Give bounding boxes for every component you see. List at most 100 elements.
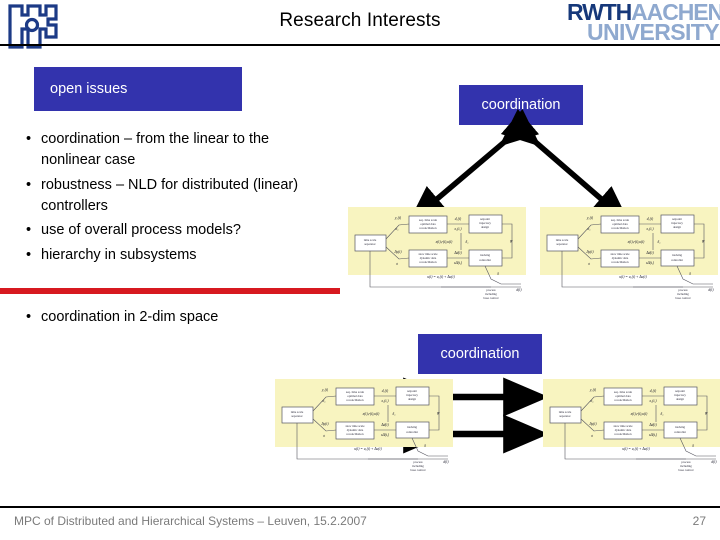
- open-issues-bullet-list: • coordination – from the linear to the …: [26, 129, 326, 269]
- block-slow-reconciliation: [335, 421, 375, 440]
- signal-deltas: δ: [424, 444, 426, 448]
- list-item-text: coordination in 2-dim space: [41, 309, 219, 325]
- open-issues-label: open issues: [34, 67, 242, 111]
- label-slow-2: dynamic data: [420, 256, 437, 260]
- signal-y0: y₀(t): [394, 216, 402, 220]
- list-item: • coordination in 2-dim space: [26, 309, 346, 325]
- label-track-2: controller: [671, 258, 683, 262]
- label-traj-3: design: [408, 397, 417, 401]
- label-traj-3: design: [673, 225, 682, 229]
- bullet-marker-icon: •: [26, 222, 32, 239]
- signal-dy: Δy(t): [588, 422, 597, 426]
- university-wordmark: UNIVERSITY: [586, 19, 720, 45]
- label-slow-1: slow time scale: [613, 424, 633, 428]
- block-separator: [546, 234, 579, 252]
- signal-sigmas: σ: [591, 434, 593, 438]
- block-diagram-figure: time scale separator seq. time scale opt…: [536, 379, 720, 471]
- label-track-1: tracking: [672, 253, 683, 257]
- signal-sigmas: σ: [588, 262, 590, 266]
- label-traj-1: setpoint: [407, 389, 417, 393]
- rwth-aachen-logo: RWTHAACHEN UNIVERSITY: [567, 0, 720, 45]
- block-slow-reconciliation: [408, 249, 448, 268]
- signal-u: u(t) = u₀(t) + Δu(t): [354, 447, 382, 451]
- signal-x0: x₀(t,): [648, 399, 657, 404]
- label-fast-3: reconciliation: [346, 398, 363, 402]
- signal-xd: xΔ(t,): [380, 433, 390, 438]
- label-traj-2: trajectory: [674, 393, 686, 397]
- rwth-logo-line1: RWTHAACHEN: [567, 0, 720, 25]
- label-separator-2: separator: [291, 414, 302, 418]
- label-process-2: including: [677, 292, 689, 296]
- label-process-1: process: [681, 460, 691, 464]
- signal-x0: x₀(t,): [645, 227, 654, 232]
- signal-dy: Δy(t): [320, 422, 329, 426]
- figure-content: time scale separator seq. time scale opt…: [546, 214, 714, 299]
- label-traj-2: trajectory: [406, 393, 418, 397]
- label-traj-3: design: [481, 225, 490, 229]
- label-separator: time scale: [559, 410, 572, 414]
- label-traj-2: trajectory: [479, 221, 491, 225]
- block-slow-reconciliation: [600, 249, 640, 268]
- block-fast-reconciliation: [600, 215, 640, 234]
- label-fast-2: optimal data: [347, 394, 363, 398]
- signal-d: d(t): [711, 460, 717, 464]
- label-fast-1: seq. time scale: [419, 218, 438, 222]
- signal-dy: Δy(t): [393, 250, 402, 254]
- label-fast-1: seq. time scale: [346, 390, 365, 394]
- coordination-bullet-list: • coordination in 2-dim space: [26, 309, 346, 328]
- bullet-marker-icon: •: [26, 246, 32, 263]
- label-slow-1: slow time scale: [345, 424, 365, 428]
- label-fast-1: seq. time scale: [611, 218, 630, 222]
- signal-y0: y₀(t): [321, 388, 329, 392]
- label-process-2: including: [485, 292, 497, 296]
- signal-dd: Δd(t): [453, 251, 462, 255]
- label-slow-3: reconciliation: [346, 432, 363, 436]
- list-item: • use of overall process models?: [26, 220, 326, 241]
- signal-u: u(t) = u₀(t) + Δu(t): [619, 275, 647, 279]
- label-track-2: controller: [406, 430, 418, 434]
- list-item: • robustness – NLD for distributed (line…: [26, 175, 326, 218]
- label-fast-3: reconciliation: [419, 226, 436, 230]
- page-title: Research Interests: [279, 10, 441, 31]
- label-slow-1: slow time scale: [610, 252, 630, 256]
- signal-xd: xΔ(t,): [648, 433, 658, 438]
- bullet-marker-icon: •: [26, 309, 32, 325]
- label-separator-2: separator: [556, 242, 567, 246]
- rwth-wordmark: RWTH: [567, 0, 632, 25]
- block-fast-reconciliation: [335, 387, 375, 406]
- label-slow-3: reconciliation: [611, 260, 628, 264]
- signal-dd: Δd(t): [648, 423, 657, 427]
- signal-delta0: δ₀: [466, 240, 470, 244]
- signal-psi: Ψ: [510, 240, 513, 244]
- label-process-1: process: [486, 288, 496, 292]
- signal-deltas: δ: [689, 272, 691, 276]
- footer-caption: MPC of Distributed and Hierarchical Syst…: [14, 514, 367, 528]
- label-traj-1: setpoint: [672, 217, 682, 221]
- signal-psi: Ψ: [437, 412, 440, 416]
- pt-institute-logo: [8, 4, 58, 49]
- label-separator-2: separator: [364, 242, 375, 246]
- label-slow-2: dynamic data: [347, 428, 364, 432]
- label-track-1: tracking: [675, 425, 686, 429]
- signal-x0: x₀(t,): [453, 227, 462, 232]
- signal-psi: Ψ: [702, 240, 705, 244]
- label-traj-1: setpoint: [480, 217, 490, 221]
- label-traj-2: trajectory: [671, 221, 683, 225]
- label-slow-3: reconciliation: [614, 432, 631, 436]
- label-process-1: process: [413, 460, 423, 464]
- signal-x0: x₀(t,): [380, 399, 389, 404]
- label-fast-2: optimal data: [612, 222, 628, 226]
- signal-y0: y₀(t): [586, 216, 594, 220]
- figure-content: time scale separator seq. time scale opt…: [281, 386, 449, 471]
- signal-sigma0: σ₀: [322, 399, 326, 403]
- label-fast-3: reconciliation: [614, 398, 631, 402]
- signal-sigmas: σ: [323, 434, 325, 438]
- signal-states: x(t),r(t),u(t): [630, 412, 649, 417]
- label-fast-2: optimal data: [615, 394, 631, 398]
- signal-sigmas: σ: [396, 262, 398, 266]
- bullet-marker-icon: •: [26, 131, 32, 147]
- signal-d0: d₀(t): [647, 217, 654, 221]
- label-traj-1: setpoint: [675, 389, 685, 393]
- signal-u: u(t) = u₀(t) + Δu(t): [427, 275, 455, 279]
